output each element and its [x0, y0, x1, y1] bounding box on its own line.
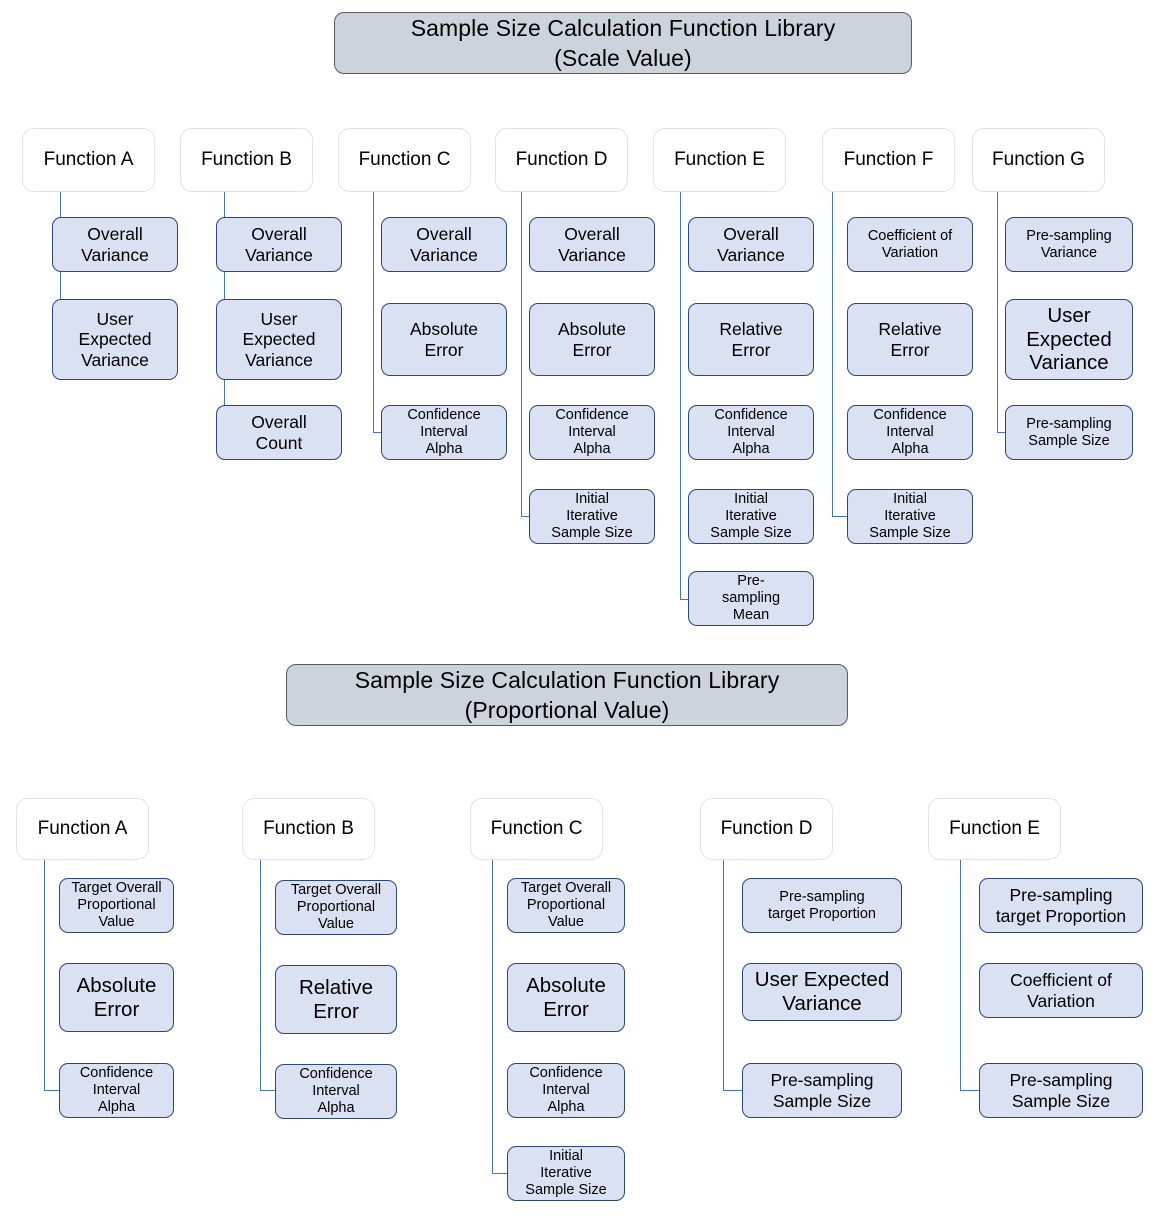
connector-vertical-scale-d	[521, 192, 522, 516]
function-label: Function B	[263, 818, 354, 839]
connector-horizontal-prop-c	[492, 1173, 507, 1174]
connector-horizontal-scale-g	[997, 432, 1012, 433]
function-label: Function E	[949, 818, 1040, 839]
child-box-prop-d-1[interactable]: User Expected Variance	[742, 963, 902, 1021]
function-box-scale-b[interactable]: Function B	[180, 128, 313, 192]
child-box-prop-b-1[interactable]: Relative Error	[275, 965, 397, 1034]
child-box-scale-d-3[interactable]: Initial Iterative Sample Size	[529, 489, 655, 544]
title-line-2: (Proportional Value)	[464, 697, 670, 723]
child-box-scale-f-3[interactable]: Initial Iterative Sample Size	[847, 489, 973, 544]
child-box-scale-g-2[interactable]: Pre-sampling Sample Size	[1005, 405, 1133, 460]
connector-horizontal-scale-f	[832, 516, 847, 517]
child-box-scale-c-2[interactable]: Confidence Interval Alpha	[381, 405, 507, 460]
connector-vertical-prop-a	[44, 860, 45, 1090]
connector-vertical-scale-e	[680, 192, 681, 599]
function-label: Function C	[358, 149, 451, 170]
function-label: Function D	[515, 149, 608, 170]
connector-horizontal-scale-e	[680, 599, 695, 600]
function-box-scale-d[interactable]: Function D	[495, 128, 628, 192]
function-label: Function F	[843, 149, 934, 170]
function-box-prop-e[interactable]: Function E	[928, 798, 1061, 860]
child-box-prop-e-1[interactable]: Coefficient of Variation	[979, 963, 1143, 1018]
child-box-scale-e-4[interactable]: Pre- sampling Mean	[688, 571, 814, 626]
child-box-scale-d-1[interactable]: Absolute Error	[529, 303, 655, 376]
child-box-scale-b-1[interactable]: User Expected Variance	[216, 299, 342, 380]
child-box-scale-b-2[interactable]: Overall Count	[216, 405, 342, 460]
child-box-scale-g-1[interactable]: User Expected Variance	[1005, 299, 1133, 380]
function-box-scale-a[interactable]: Function A	[22, 128, 155, 192]
child-box-scale-b-0[interactable]: Overall Variance	[216, 217, 342, 272]
child-box-prop-c-2[interactable]: Confidence Interval Alpha	[507, 1063, 625, 1118]
connector-horizontal-prop-d	[723, 1090, 742, 1091]
function-label: Function B	[201, 149, 292, 170]
child-box-scale-a-1[interactable]: User Expected Variance	[52, 299, 178, 380]
child-box-scale-c-1[interactable]: Absolute Error	[381, 303, 507, 376]
child-box-prop-a-0[interactable]: Target Overall Proportional Value	[59, 878, 174, 933]
function-box-prop-d[interactable]: Function D	[700, 798, 833, 860]
child-box-prop-e-0[interactable]: Pre-sampling target Proportion	[979, 878, 1143, 933]
function-box-scale-c[interactable]: Function C	[338, 128, 471, 192]
child-box-scale-e-3[interactable]: Initial Iterative Sample Size	[688, 489, 814, 544]
child-box-prop-d-2[interactable]: Pre-sampling Sample Size	[742, 1063, 902, 1118]
connector-vertical-scale-f	[832, 192, 833, 516]
child-box-prop-c-3[interactable]: Initial Iterative Sample Size	[507, 1146, 625, 1201]
child-box-scale-e-0[interactable]: Overall Variance	[688, 217, 814, 272]
connector-vertical-scale-c	[373, 192, 374, 432]
function-box-prop-a[interactable]: Function A	[16, 798, 149, 860]
function-label: Function E	[674, 149, 765, 170]
connector-vertical-scale-g	[997, 192, 998, 432]
connector-horizontal-prop-b	[260, 1090, 275, 1091]
connector-vertical-prop-b	[260, 860, 261, 1090]
section-title-scale-value: Sample Size Calculation Function Library…	[334, 12, 912, 74]
child-box-prop-d-0[interactable]: Pre-sampling target Proportion	[742, 878, 902, 933]
child-box-scale-e-1[interactable]: Relative Error	[688, 303, 814, 376]
child-box-scale-d-0[interactable]: Overall Variance	[529, 217, 655, 272]
child-box-prop-c-1[interactable]: Absolute Error	[507, 963, 625, 1032]
section-title-proportional-value: Sample Size Calculation Function Library…	[286, 664, 848, 726]
child-box-scale-f-0[interactable]: Coefficient of Variation	[847, 217, 973, 272]
function-label: Function G	[992, 149, 1085, 170]
function-box-scale-g[interactable]: Function G	[972, 128, 1105, 192]
child-box-scale-d-2[interactable]: Confidence Interval Alpha	[529, 405, 655, 460]
function-label: Function D	[720, 818, 813, 839]
connector-horizontal-scale-c	[373, 432, 388, 433]
child-box-prop-e-2[interactable]: Pre-sampling Sample Size	[979, 1063, 1143, 1118]
connector-horizontal-prop-a	[44, 1090, 59, 1091]
child-box-scale-g-0[interactable]: Pre-sampling Variance	[1005, 217, 1133, 272]
function-box-prop-b[interactable]: Function B	[242, 798, 375, 860]
connector-horizontal-scale-d	[521, 516, 536, 517]
child-box-scale-f-1[interactable]: Relative Error	[847, 303, 973, 376]
child-box-prop-b-2[interactable]: Confidence Interval Alpha	[275, 1064, 397, 1119]
child-box-scale-a-0[interactable]: Overall Variance	[52, 217, 178, 272]
child-box-scale-c-0[interactable]: Overall Variance	[381, 217, 507, 272]
connector-vertical-prop-d	[723, 860, 724, 1090]
connector-vertical-prop-c	[492, 860, 493, 1173]
function-box-prop-c[interactable]: Function C	[470, 798, 603, 860]
function-label: Function A	[43, 149, 134, 170]
child-box-prop-c-0[interactable]: Target Overall Proportional Value	[507, 878, 625, 933]
function-label: Function A	[37, 818, 128, 839]
connector-vertical-prop-e	[960, 860, 961, 1090]
function-box-scale-e[interactable]: Function E	[653, 128, 786, 192]
title-line-1: Sample Size Calculation Function Library	[410, 15, 836, 41]
title-line-1: Sample Size Calculation Function Library	[354, 667, 780, 693]
child-box-scale-e-2[interactable]: Confidence Interval Alpha	[688, 405, 814, 460]
child-box-prop-a-1[interactable]: Absolute Error	[59, 963, 174, 1032]
child-box-scale-f-2[interactable]: Confidence Interval Alpha	[847, 405, 973, 460]
function-box-scale-f[interactable]: Function F	[822, 128, 955, 192]
title-line-2: (Scale Value)	[554, 45, 692, 71]
connector-horizontal-prop-e	[960, 1090, 979, 1091]
child-box-prop-a-2[interactable]: Confidence Interval Alpha	[59, 1063, 174, 1118]
function-label: Function C	[490, 818, 583, 839]
child-box-prop-b-0[interactable]: Target Overall Proportional Value	[275, 880, 397, 935]
